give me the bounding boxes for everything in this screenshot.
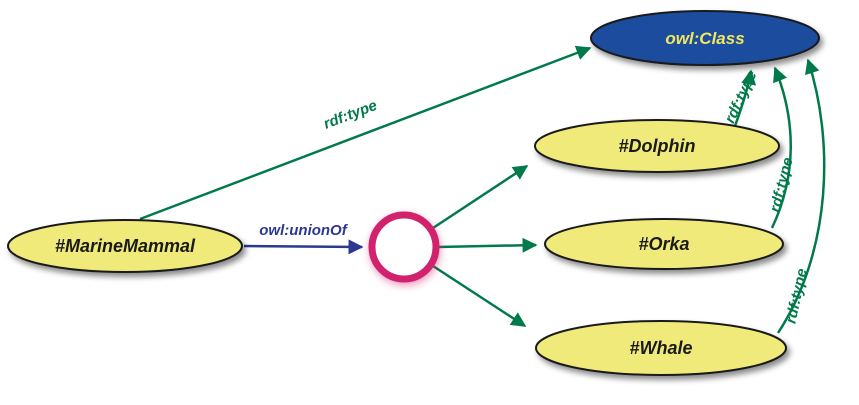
owl-class-ellipse xyxy=(590,10,820,66)
edge-dolphin-owlclass xyxy=(733,69,757,127)
edge-whale-owlclass xyxy=(776,58,826,334)
node-marine-mammal: #MarineMammal xyxy=(7,219,243,273)
edge-marinemammal-owlclass xyxy=(139,45,592,221)
edge-label-unionof: owl:unionOf xyxy=(259,222,348,239)
edge-unionof xyxy=(243,239,364,255)
marine-mammal-label: #MarineMammal xyxy=(55,236,196,256)
edge-label-dolphin-rdftype: rdf:type xyxy=(721,68,760,126)
node-owl-class: owl:Class xyxy=(590,10,820,66)
owl-class-label: owl:Class xyxy=(665,29,744,48)
node-dolphin: #Dolphin xyxy=(534,119,780,173)
edge-label-marinemammal-rdftype: rdf:type xyxy=(321,97,379,133)
edge-union-dolphin xyxy=(432,164,529,230)
edge-union-orka xyxy=(437,237,538,253)
node-orka: #Orka xyxy=(544,218,784,270)
marine-mammal-ellipse xyxy=(7,219,243,273)
node-whale: #Whale xyxy=(535,320,787,376)
whale-label: #Whale xyxy=(629,338,692,358)
edge-label-orka-rdftype: rdf:type xyxy=(767,156,797,214)
orka-ellipse xyxy=(544,218,784,270)
whale-ellipse xyxy=(535,320,787,376)
orka-label: #Orka xyxy=(638,234,689,254)
dolphin-ellipse xyxy=(534,119,780,173)
union-blank-node xyxy=(368,211,440,283)
dolphin-label: #Dolphin xyxy=(619,136,696,156)
edge-orka-owlclass xyxy=(770,66,792,229)
edge-label-whale-rdftype: rdf:type xyxy=(782,267,810,325)
edge-union-whale xyxy=(432,264,527,328)
